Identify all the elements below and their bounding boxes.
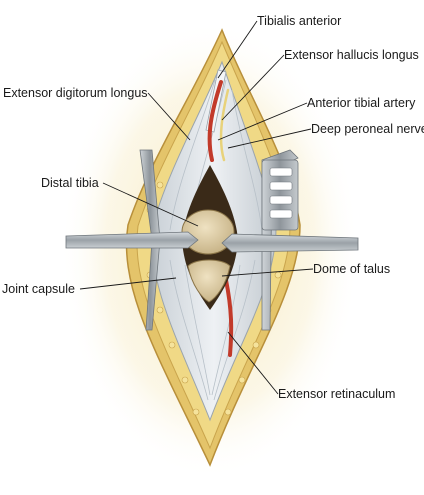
anterior-tibial-artery: [207, 80, 223, 162]
distal-tibia: [181, 209, 235, 255]
leader-lines: [79, 20, 314, 395]
horizontal-retractor-left: [65, 231, 199, 249]
horizontal-retractor-right: [221, 233, 359, 253]
label-deep-peroneal-nerve: Deep peroneal nerve: [311, 122, 424, 136]
label-distal-tibia: Distal tibia: [41, 176, 99, 190]
anterior-tibial-artery-lower: [224, 278, 234, 357]
label-anterior-tibial-artery: Anterior tibial artery: [307, 96, 416, 110]
label-dome-of-talus: Dome of talus: [313, 262, 391, 276]
leader-anterior-tibial-artery: [217, 102, 308, 141]
leader-dome-of-talus: [221, 268, 314, 277]
right-retractor: [261, 149, 299, 331]
leader-tibialis-anterior: [217, 20, 258, 79]
deep-peroneal-nerve: [219, 88, 230, 162]
leader-distal-tibia: [102, 182, 199, 227]
dome-of-talus: [187, 259, 231, 303]
label-extensor-retinaculum: Extensor retinaculum: [278, 387, 396, 401]
label-joint-capsule: Joint capsule: [2, 282, 75, 296]
label-tibialis-anterior: Tibialis anterior: [257, 14, 342, 28]
leader-extensor-hallucis-longus: [221, 54, 285, 121]
label-extensor-digitorum-longus: Extensor digitorum longus: [3, 86, 148, 100]
label-extensor-hallucis-longus: Extensor hallucis longus: [284, 48, 419, 62]
leader-joint-capsule: [79, 277, 177, 290]
leader-extensor-retinaculum: [227, 331, 279, 395]
leader-extensor-digitorum-longus: [147, 92, 191, 141]
leader-deep-peroneal-nerve: [227, 128, 312, 149]
